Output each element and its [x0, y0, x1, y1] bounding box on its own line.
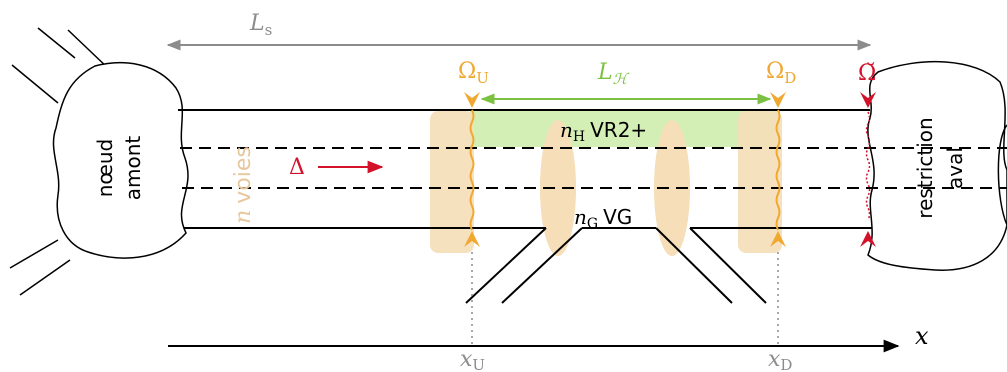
downstream-boundary-zone [738, 111, 782, 253]
node-down-line2: aval [943, 147, 967, 189]
onramp-merge-zone [654, 120, 690, 256]
lh-label: Lℋ [597, 60, 630, 88]
n-voies-label: nvoies [231, 146, 256, 224]
ls-label: Ls [249, 11, 272, 39]
downstream-boundary [770, 92, 786, 345]
omega-d-label: ΩD [766, 59, 796, 87]
xd-label: xD [768, 347, 792, 372]
delta-label: Δ [289, 155, 305, 180]
omega-breve-label: Ω̆ [858, 61, 876, 86]
node-up-line1: nœud [93, 139, 117, 198]
off-ramp [465, 227, 583, 304]
node-down-line1: restriction [913, 117, 937, 218]
xu-label: xU [460, 347, 485, 372]
on-ramp [655, 227, 767, 304]
hov-lane-zone [470, 111, 780, 147]
upstream-node: nœud amont [9, 27, 189, 296]
node-up-line2: amont [121, 136, 145, 201]
offramp-merge-zone [540, 120, 576, 256]
omega-u-label: ΩU [458, 59, 489, 87]
x-axis-label: x [915, 322, 929, 350]
restriction-boundary [860, 92, 876, 247]
upstream-boundary-zone [430, 111, 474, 253]
downstream-restriction: restriction aval [867, 60, 1007, 271]
upstream-boundary [464, 92, 480, 345]
